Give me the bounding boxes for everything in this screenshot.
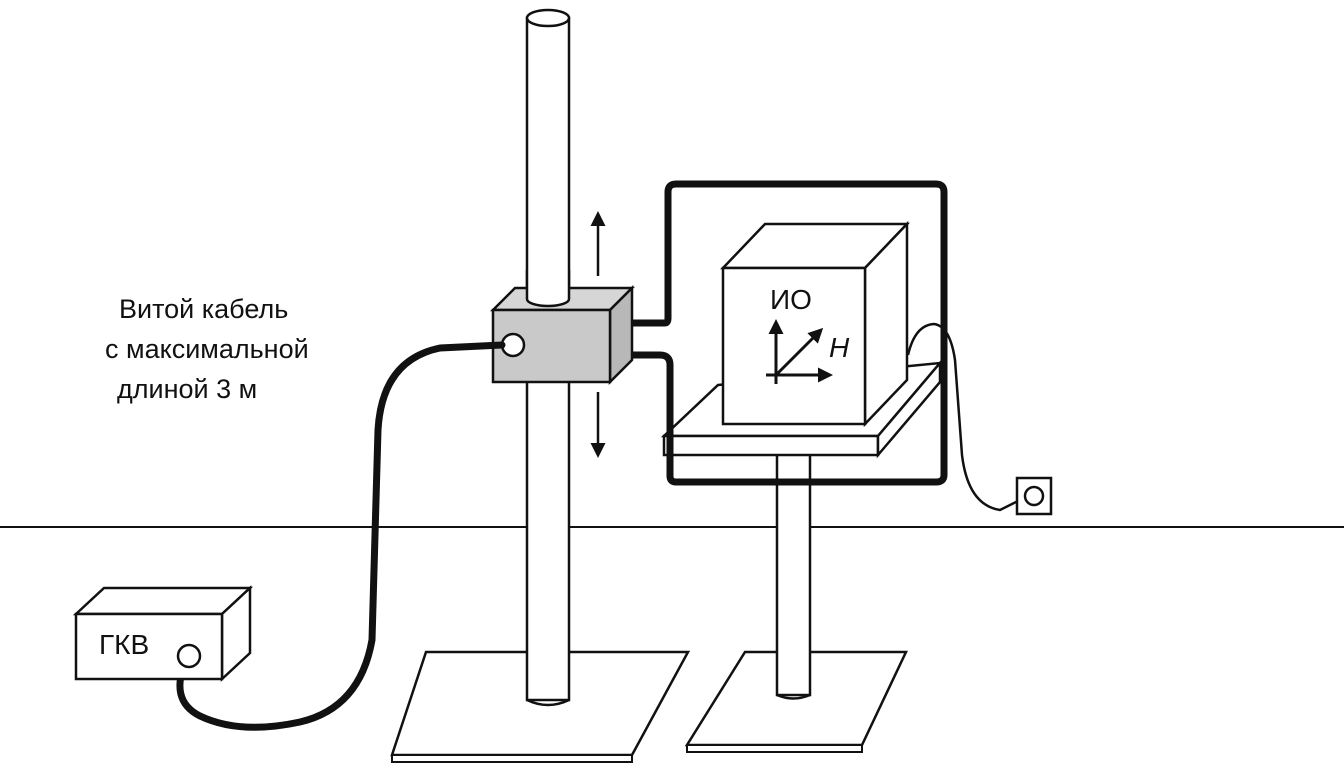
loop-cable <box>622 180 948 486</box>
sensor-box <box>489 270 636 386</box>
object-label: ИО <box>770 284 812 315</box>
right-stand <box>660 359 943 753</box>
power-socket-icon <box>1015 476 1053 516</box>
field-label: H <box>829 332 850 363</box>
test-object-cube: ИО H <box>720 220 910 428</box>
cable-label-line2: с максимальной <box>105 334 309 364</box>
power-cord <box>906 322 1031 512</box>
cable-description: Витой кабель с максимальной длиной 3 м <box>105 294 309 404</box>
axis-diagonal-arrow <box>774 327 824 377</box>
cable-label-line3: длиной 3 м <box>117 374 257 404</box>
generator-box: ГКВ <box>72 585 254 682</box>
generator-label: ГКВ <box>99 629 149 660</box>
twisted-cable <box>176 341 506 731</box>
generator-connector <box>176 643 202 669</box>
left-stand <box>390 8 691 763</box>
right-stand-pole <box>775 443 812 697</box>
cable-label-line1: Витой кабель <box>119 294 288 324</box>
